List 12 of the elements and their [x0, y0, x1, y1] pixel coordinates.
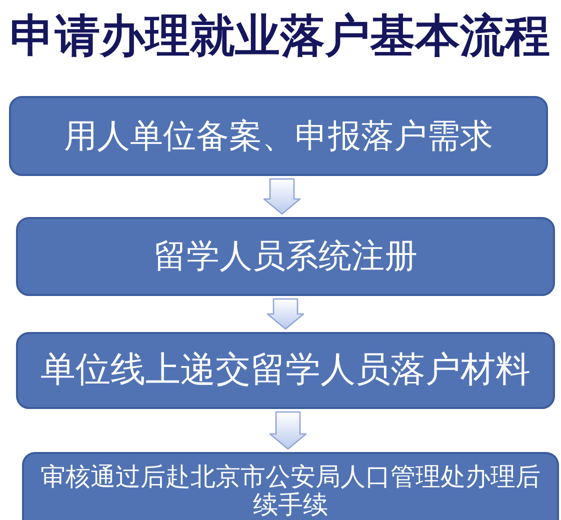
- arrow: [269, 411, 307, 450]
- step-label: 审核通过后赴北京市公安局人口管理处办理后续手续: [40, 463, 542, 519]
- process-box: [16, 217, 555, 296]
- step-label: 留学人员系统注册: [154, 238, 418, 275]
- title: 申请办理就业落户基本流程: [10, 10, 550, 62]
- process-box: [9, 96, 548, 176]
- step-label: 单位线上递交留学人员落户材料: [40, 350, 530, 390]
- process-box: [22, 452, 559, 520]
- arrow: [266, 298, 304, 330]
- process-box: [16, 332, 555, 409]
- step-label: 用人单位备案、申报落户需求: [64, 118, 493, 154]
- arrow: [263, 178, 301, 215]
